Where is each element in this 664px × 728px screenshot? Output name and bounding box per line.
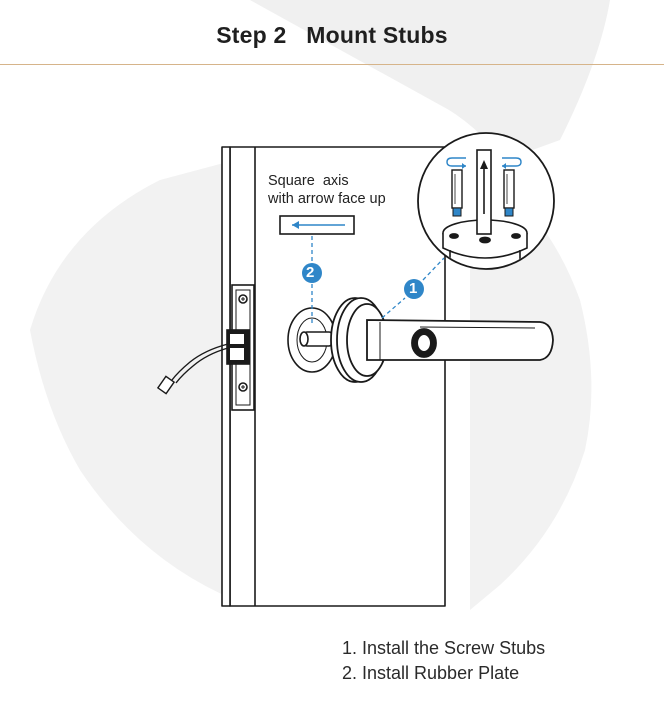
callout-2-number: 2 [306,264,315,281]
square-axis-label-line1: Square axis [268,173,349,189]
instruction-steps: 1. Install the Screw Stubs 2. Install Ru… [342,636,545,686]
detail-magnifier [417,132,555,270]
door-lever-handle [330,297,554,383]
callout-2-badge [302,263,322,283]
door-edge [221,146,231,607]
step-1-text: 1. Install the Screw Stubs [342,638,546,658]
page-title: Step 2 Mount Stubs [216,22,448,48]
latch-plate [226,284,255,411]
spindle [287,307,337,373]
square-axis-label-line2: with arrow face up [268,191,386,207]
title-divider [0,64,664,65]
lock-cable [156,343,229,395]
square-axis-box [279,215,355,235]
step-2-text: 2. Install Rubber Plate [342,663,520,683]
leader-lines [311,236,445,325]
callout-1-number: 1 [409,280,418,297]
callout-1-badge [404,279,424,299]
